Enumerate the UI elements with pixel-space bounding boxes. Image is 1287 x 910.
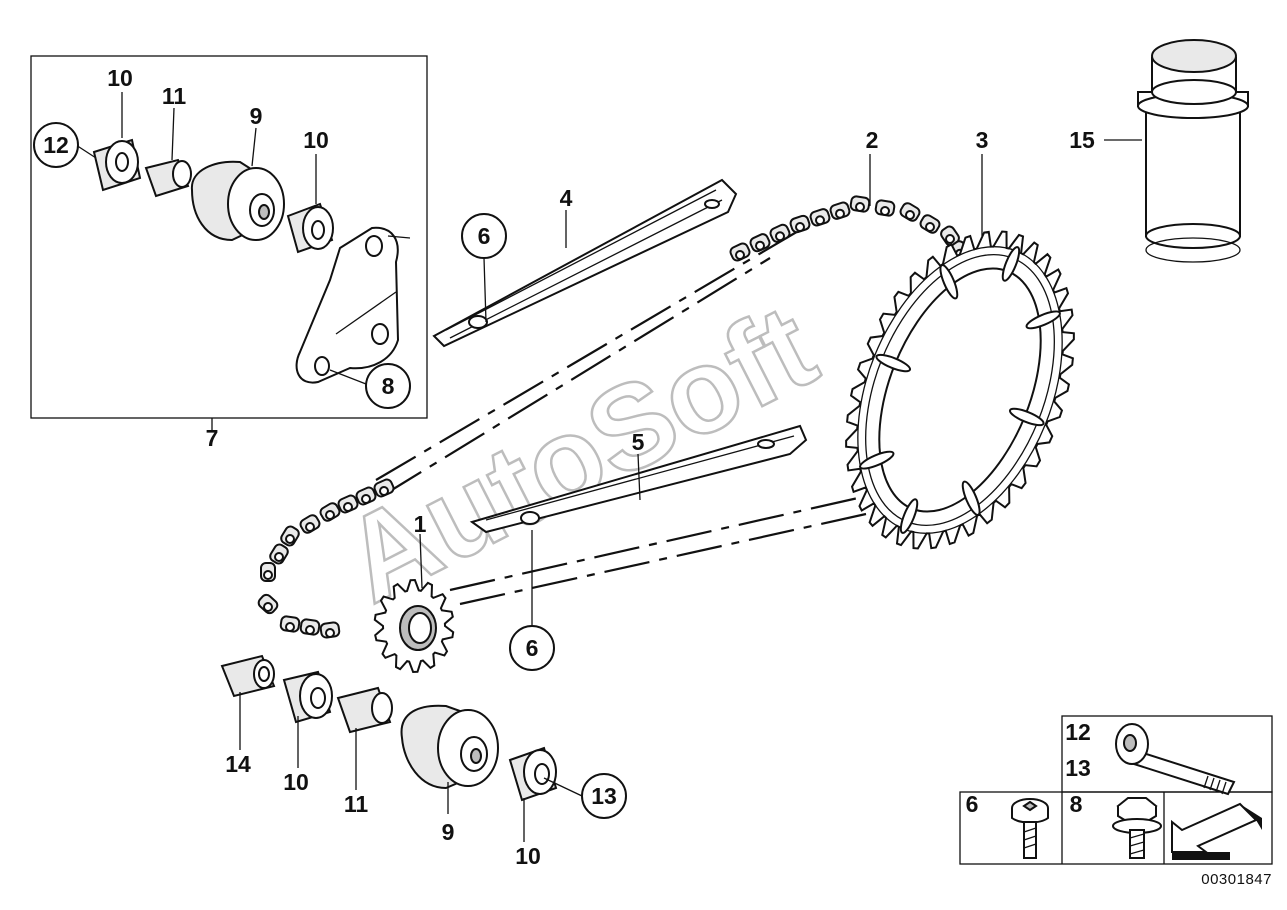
label-14: 14	[225, 751, 251, 777]
label-15: 15	[1069, 127, 1095, 153]
label-9-lower: 9	[442, 819, 455, 845]
label-9-inset: 9	[250, 103, 263, 129]
sleeve-inset	[144, 158, 192, 198]
label-10-lower-left: 10	[283, 769, 309, 795]
bearing-right-inset	[286, 202, 334, 254]
torx-bolt-icon	[1011, 798, 1049, 859]
circled-label-13: 13	[581, 773, 627, 819]
bearing-lower-left	[282, 670, 333, 724]
hex-bolt-icon	[1112, 797, 1162, 859]
label-3: 3	[976, 127, 989, 153]
svg-text:13: 13	[591, 783, 617, 809]
direction-arrow-icon	[1171, 802, 1262, 860]
inset-label-8: 8	[1070, 791, 1083, 817]
label-1: 1	[414, 511, 427, 537]
long-bolt-icon	[1115, 723, 1236, 796]
fastener-inset: 12 13 6 8	[959, 715, 1273, 865]
chain-links-left	[257, 478, 395, 639]
svg-text:12: 12	[43, 132, 69, 158]
label-10-lower-right: 10	[515, 843, 541, 869]
svg-text:6: 6	[478, 223, 491, 249]
label-5: 5	[632, 429, 645, 455]
svg-text:6: 6	[526, 635, 539, 661]
circled-label-8: 8	[365, 363, 411, 409]
bracket-inset	[295, 226, 411, 384]
spray-can	[1137, 39, 1249, 263]
label-10-inset-left: 10	[107, 65, 133, 91]
bearing-left-inset	[92, 138, 142, 192]
damper-lower-9	[400, 704, 499, 790]
circled-label-6-upper: 6	[461, 213, 507, 259]
inset-label-13: 13	[1065, 755, 1091, 781]
label-2: 2	[866, 127, 879, 153]
label-10-inset-right: 10	[303, 127, 329, 153]
front-sprocket	[373, 578, 455, 674]
label-7: 7	[206, 425, 219, 451]
inset-label-6: 6	[966, 791, 979, 817]
svg-text:8: 8	[382, 373, 395, 399]
diagram-number: 00301847	[1201, 871, 1272, 888]
leader-lines	[75, 92, 1142, 842]
chain-dashed-runs	[375, 229, 867, 606]
inset-label-12: 12	[1065, 719, 1091, 745]
label-11-lower: 11	[344, 791, 369, 817]
damper-inset	[190, 160, 285, 242]
circled-label-6-lower: 6	[509, 625, 555, 671]
inset-box-assembly	[30, 55, 428, 419]
label-11-inset: 11	[162, 83, 187, 109]
bearing-lower-right	[508, 746, 558, 802]
chain-guide-upper	[432, 178, 738, 348]
label-4: 4	[560, 185, 573, 211]
sleeve-14	[220, 654, 276, 698]
rear-sprocket	[845, 230, 1075, 550]
sleeve-lower-11	[336, 686, 393, 734]
circled-label-12: 12	[33, 122, 79, 168]
